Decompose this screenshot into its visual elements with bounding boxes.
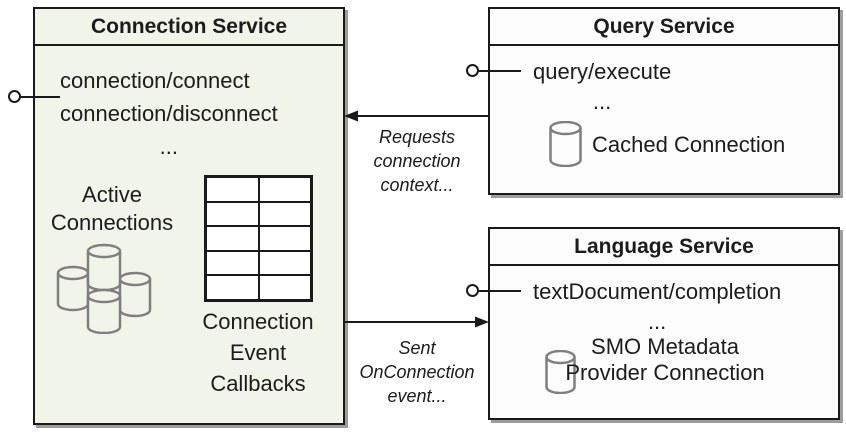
callbacks-line1: Connection xyxy=(202,309,314,334)
query-interface-line xyxy=(478,70,521,72)
arrow-connection-to-language xyxy=(344,316,489,328)
active-connections-line2: Connections xyxy=(50,210,174,235)
callback-table xyxy=(204,175,313,302)
database-icon xyxy=(545,350,576,394)
table-cell xyxy=(258,177,311,202)
connection-service-title: Connection Service xyxy=(90,14,288,38)
arrowhead-left xyxy=(344,110,358,122)
smo-metadata-provider-label: SMO Metadata Provider Connection xyxy=(565,334,765,386)
cached-connection-label: Cached Connection xyxy=(592,132,786,157)
label-line: context... xyxy=(380,175,454,195)
query-service-methods: query/execute ... xyxy=(533,57,671,117)
label-line: connection xyxy=(373,151,461,171)
table-cell xyxy=(258,275,311,300)
query-service-box: Query Service xyxy=(488,7,840,195)
active-connections-label: Active Connections xyxy=(32,181,192,237)
table-cell xyxy=(206,250,259,276)
table-cell xyxy=(258,226,311,251)
query-service-title: Query Service xyxy=(593,14,735,38)
table-cell xyxy=(206,226,259,251)
callbacks-line3: Callbacks xyxy=(210,371,306,396)
label-line: Sent xyxy=(398,338,436,358)
table-cell xyxy=(258,201,311,227)
language-service-header: Language Service xyxy=(490,229,838,266)
connection-interface-line xyxy=(20,96,60,98)
methods-ellipsis: ... xyxy=(592,89,612,114)
query-service-header: Query Service xyxy=(490,9,838,46)
methods-ellipsis: ... xyxy=(159,134,179,159)
database-icon xyxy=(549,121,582,167)
cylinder-right xyxy=(118,271,152,318)
method-query-execute: query/execute xyxy=(533,59,672,84)
provider-line1: SMO Metadata xyxy=(591,334,739,359)
method-connection-disconnect: connection/disconnect xyxy=(60,101,278,126)
requests-connection-context-label: Requests connection context... xyxy=(352,125,482,197)
connection-event-callbacks-label: Connection Event Callbacks xyxy=(178,306,338,399)
language-service-methods: textDocument/completion ... xyxy=(533,277,781,337)
table-cell xyxy=(206,275,259,300)
method-connection-connect: connection/connect xyxy=(60,68,250,93)
language-interface-line xyxy=(478,290,521,292)
label-line: Requests xyxy=(378,127,456,147)
arrow-query-to-connection xyxy=(344,110,489,122)
language-service-title: Language Service xyxy=(574,234,754,258)
table-cell xyxy=(258,250,311,276)
methods-ellipsis: ... xyxy=(647,309,667,334)
sent-onconnection-event-label: Sent OnConnection event... xyxy=(347,336,487,408)
callbacks-line2: Event xyxy=(229,340,287,365)
table-cell xyxy=(206,177,259,202)
label-line: event... xyxy=(387,386,447,406)
connection-service-methods: connection/connect connection/disconnect… xyxy=(60,64,278,163)
table-cell xyxy=(206,201,259,227)
provider-line2: Provider Connection xyxy=(565,360,765,385)
cylinder-top xyxy=(86,243,122,292)
cylinder-left xyxy=(56,265,90,312)
cylinder-bottom xyxy=(86,288,122,334)
method-textdocument-completion: textDocument/completion xyxy=(533,279,782,304)
arrowhead-right xyxy=(475,316,489,328)
label-line: OnConnection xyxy=(359,362,475,382)
database-cluster-icon xyxy=(56,243,152,334)
active-connections-line1: Active xyxy=(82,182,142,207)
connection-service-header: Connection Service xyxy=(35,9,343,46)
